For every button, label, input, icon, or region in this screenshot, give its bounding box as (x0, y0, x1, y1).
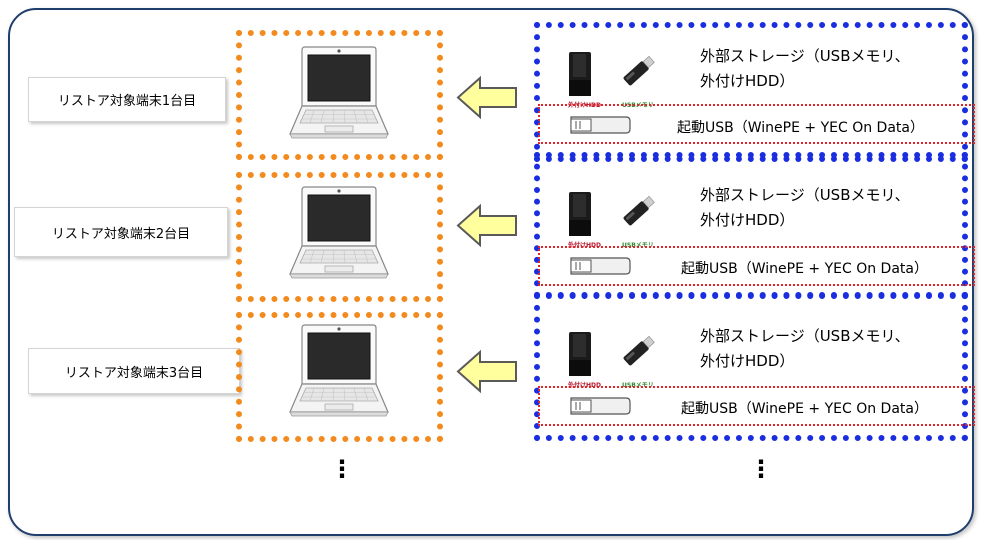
laptop-icon (289, 324, 389, 417)
target-terminal-2-box (236, 172, 443, 302)
boot-usb-2-box (538, 246, 975, 286)
restore-arrow-icon (456, 203, 517, 248)
boot-usb-label: 起動USB（WinePE + YEC On Data） (681, 261, 928, 277)
laptop-icon (289, 186, 389, 279)
storage-line-2: 外付けHDD） (700, 211, 795, 229)
boot-usb-icon (570, 257, 631, 275)
boot-usb-1-box (538, 104, 975, 144)
target-terminal-3-label: リストア対象端末3台目 (28, 348, 240, 394)
hdd-caption: 外付けHDD (568, 382, 601, 389)
restore-arrow-icon (456, 75, 517, 120)
restore-arrow-icon (456, 349, 517, 394)
target-terminal-3-box (236, 312, 443, 442)
boot-usb-label: 起動USB（WinePE + YEC On Data） (677, 120, 924, 136)
usb-memory-caption: USBメモリ (622, 382, 654, 389)
storage-line-1: 外部ストレージ（USBメモリ、 (700, 47, 910, 65)
boot-usb-3-box (538, 386, 975, 426)
storage-line-2: 外付けHDD） (700, 352, 795, 370)
storage-set-1-box (534, 22, 968, 162)
hdd-caption: 外付けHDD (568, 242, 601, 249)
usb-memory-caption: USBメモリ (622, 242, 654, 249)
storage-description: 外部ストレージ（USBメモリ、 外付けHDD） (700, 324, 910, 374)
target-terminal-1-box (236, 30, 443, 160)
boot-usb-icon (570, 116, 631, 134)
usb-memory-icon (623, 55, 655, 86)
external-hdd-icon (569, 192, 591, 236)
storage-description: 外部ストレージ（USBメモリ、 外付けHDD） (700, 44, 910, 94)
boot-usb-label: 起動USB（WinePE + YEC On Data） (681, 401, 928, 417)
laptop-icon (289, 46, 389, 139)
more-storage-ellipsis: ⋮ (749, 455, 773, 483)
usb-memory-icon (623, 195, 655, 226)
target-terminal-2-label: リストア対象端末2台目 (14, 207, 228, 257)
target-terminal-1-label: リストア対象端末1台目 (28, 77, 226, 122)
storage-line-1: 外部ストレージ（USBメモリ、 (700, 327, 910, 345)
usb-memory-icon (623, 335, 655, 366)
boot-usb-icon (570, 397, 631, 415)
external-hdd-icon (569, 332, 591, 376)
more-terminals-ellipsis: ⋮ (330, 455, 354, 483)
storage-line-1: 外部ストレージ（USBメモリ、 (700, 186, 910, 204)
storage-set-3-box (534, 293, 968, 441)
storage-description: 外部ストレージ（USBメモリ、 外付けHDD） (700, 183, 910, 233)
storage-line-2: 外付けHDD） (700, 72, 795, 90)
external-hdd-icon (569, 52, 591, 96)
